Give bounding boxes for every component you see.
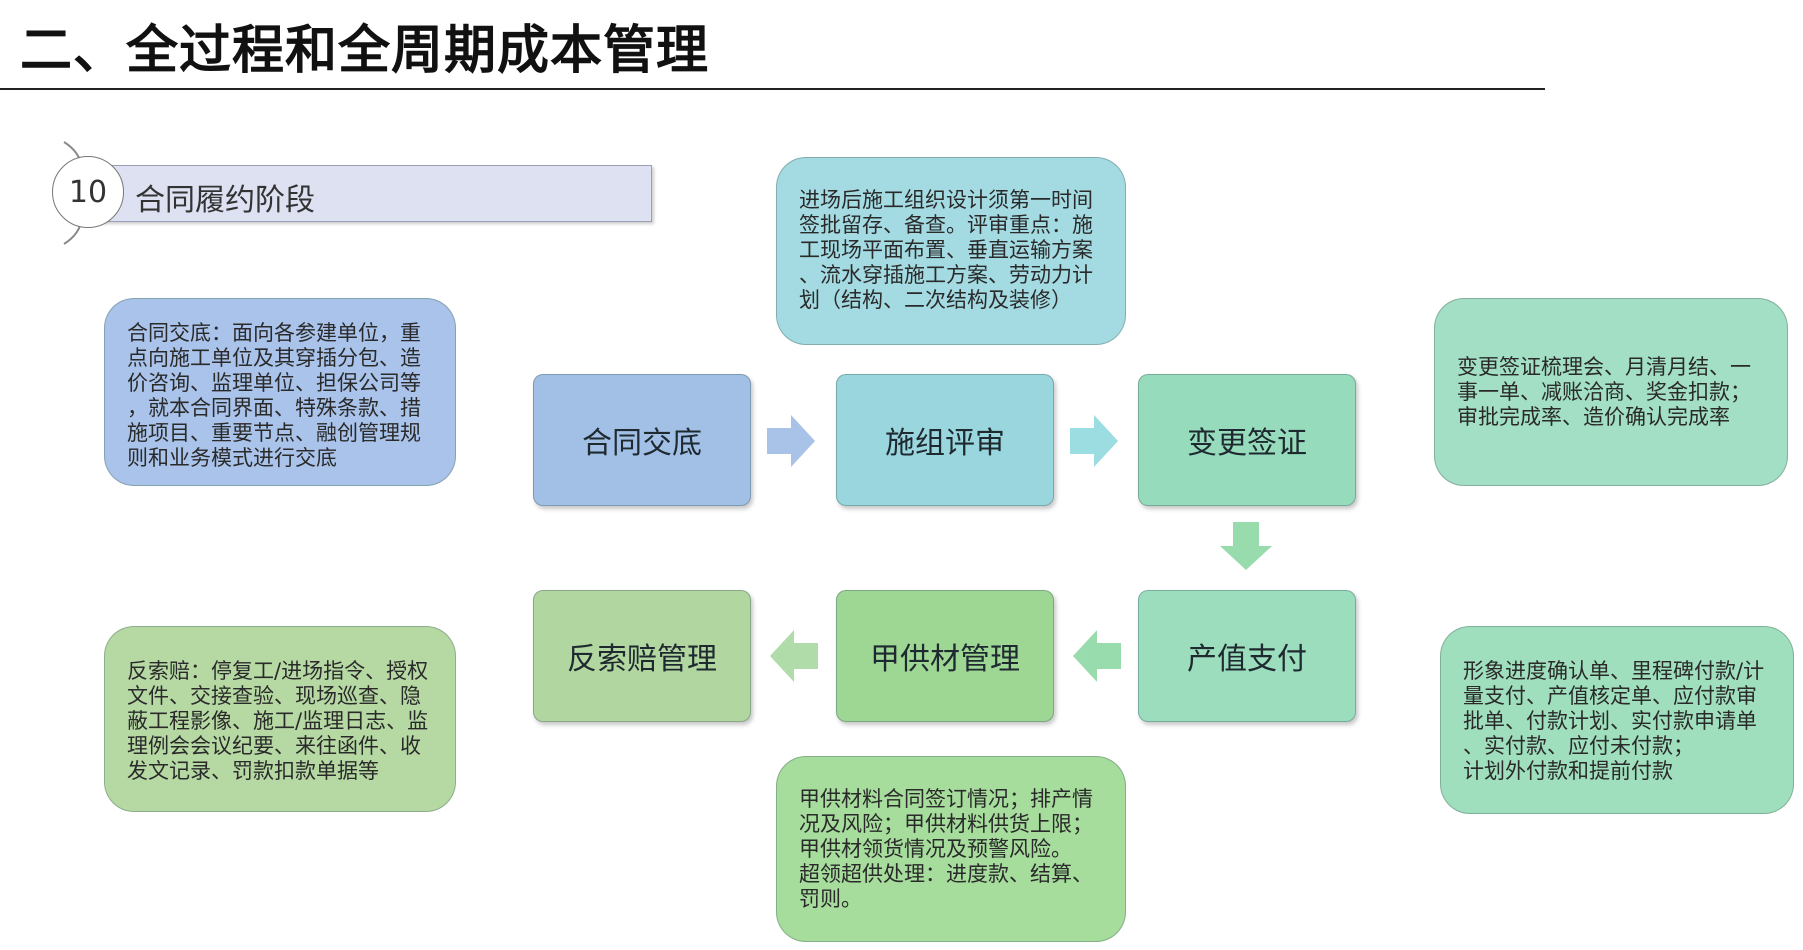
note-line: 划（结构、二次结构及装修）: [799, 288, 1072, 312]
note-line: 合同交底：面向各参建单位，重: [127, 321, 421, 345]
stage-banner: [100, 165, 652, 222]
title-rule: [0, 88, 1545, 90]
note-line: ，就本合同界面、特殊条款、措: [127, 396, 421, 420]
note-line: 计划外付款和提前付款: [1463, 759, 1673, 783]
note-line: 甲供材料合同签订情况；排产情: [799, 787, 1093, 811]
note-line: 反索赔：停复工/进场指令、授权: [127, 659, 429, 683]
note-line: 变更签证梳理会、月清月结、一: [1457, 355, 1751, 379]
process-construction-review[interactable]: 施组评审: [836, 374, 1054, 506]
note-counter-claim: 反索赔：停复工/进场指令、授权文件、交接查验、现场巡查、隐蔽工程影像、施工/监理…: [104, 626, 456, 812]
note-change-visa: 变更签证梳理会、月清月结、一事一单、减账洽商、奖金扣款；审批完成率、造价确认完成…: [1434, 298, 1788, 486]
process-contract-briefing[interactable]: 合同交底: [533, 374, 751, 506]
note-line: 甲供材领货情况及预警风险。: [799, 837, 1072, 861]
arrow-right-icon: [1070, 415, 1118, 467]
note-line: 价咨询、监理单位、担保公司等: [127, 371, 421, 395]
note-line: 形象进度确认单、里程碑付款/计: [1463, 659, 1765, 683]
page-title: 二、全过程和全周期成本管理: [20, 21, 710, 81]
arrow-left-icon: [1073, 630, 1121, 682]
process-counter-claim[interactable]: 反索赔管理: [533, 590, 751, 722]
note-line: 罚则。: [799, 887, 862, 911]
note-line: 量支付、产值核定单、应付款审: [1463, 684, 1757, 708]
note-line: 则和业务模式进行交底: [127, 446, 337, 470]
note-output-payment: 形象进度确认单、里程碑付款/计量支付、产值核定单、应付款审批单、付款计划、实付款…: [1440, 626, 1794, 814]
arrow-left-icon: [770, 630, 818, 682]
process-owner-material[interactable]: 甲供材管理: [836, 590, 1054, 722]
note-line: 进场后施工组织设计须第一时间: [799, 188, 1093, 212]
process-output-payment[interactable]: 产值支付: [1138, 590, 1356, 722]
stage-label: 合同履约阶段: [135, 183, 315, 218]
note-line: 理例会会议纪要、来往函件、收: [127, 734, 421, 758]
note-line: 超领超供处理：进度款、结算、: [799, 862, 1093, 886]
note-line: 点向施工单位及其穿插分包、造: [127, 346, 421, 370]
note-line: 批单、付款计划、实付款申请单: [1463, 709, 1757, 733]
note-line: 审批完成率、造价确认完成率: [1457, 405, 1730, 429]
note-owner-material: 甲供材料合同签订情况；排产情况及风险；甲供材料供货上限；甲供材领货情况及预警风险…: [776, 756, 1126, 942]
note-line: 发文记录、罚款扣款单据等: [127, 759, 379, 783]
note-line: 况及风险；甲供材料供货上限；: [799, 812, 1093, 836]
note-line: 文件、交接查验、现场巡查、隐: [127, 684, 421, 708]
note-line: 施项目、重要节点、融创管理规: [127, 421, 421, 445]
note-line: 事一单、减账洽商、奖金扣款；: [1457, 380, 1751, 404]
note-line: 工现场平面布置、垂直运输方案: [799, 238, 1093, 262]
note-line: 、实付款、应付未付款；: [1463, 734, 1694, 758]
note-construction-review: 进场后施工组织设计须第一时间签批留存、备查。评审重点：施工现场平面布置、垂直运输…: [776, 157, 1126, 345]
arrow-down-icon: [1220, 522, 1272, 570]
process-change-visa[interactable]: 变更签证: [1138, 374, 1356, 506]
stage-number: 10: [52, 156, 124, 228]
arrow-right-icon: [767, 415, 815, 467]
note-contract-briefing: 合同交底：面向各参建单位，重点向施工单位及其穿插分包、造价咨询、监理单位、担保公…: [104, 298, 456, 486]
note-line: 签批留存、备查。评审重点：施: [799, 213, 1093, 237]
note-line: 蔽工程影像、施工/监理日志、监: [127, 709, 429, 733]
note-line: 、流水穿插施工方案、劳动力计: [799, 263, 1093, 287]
